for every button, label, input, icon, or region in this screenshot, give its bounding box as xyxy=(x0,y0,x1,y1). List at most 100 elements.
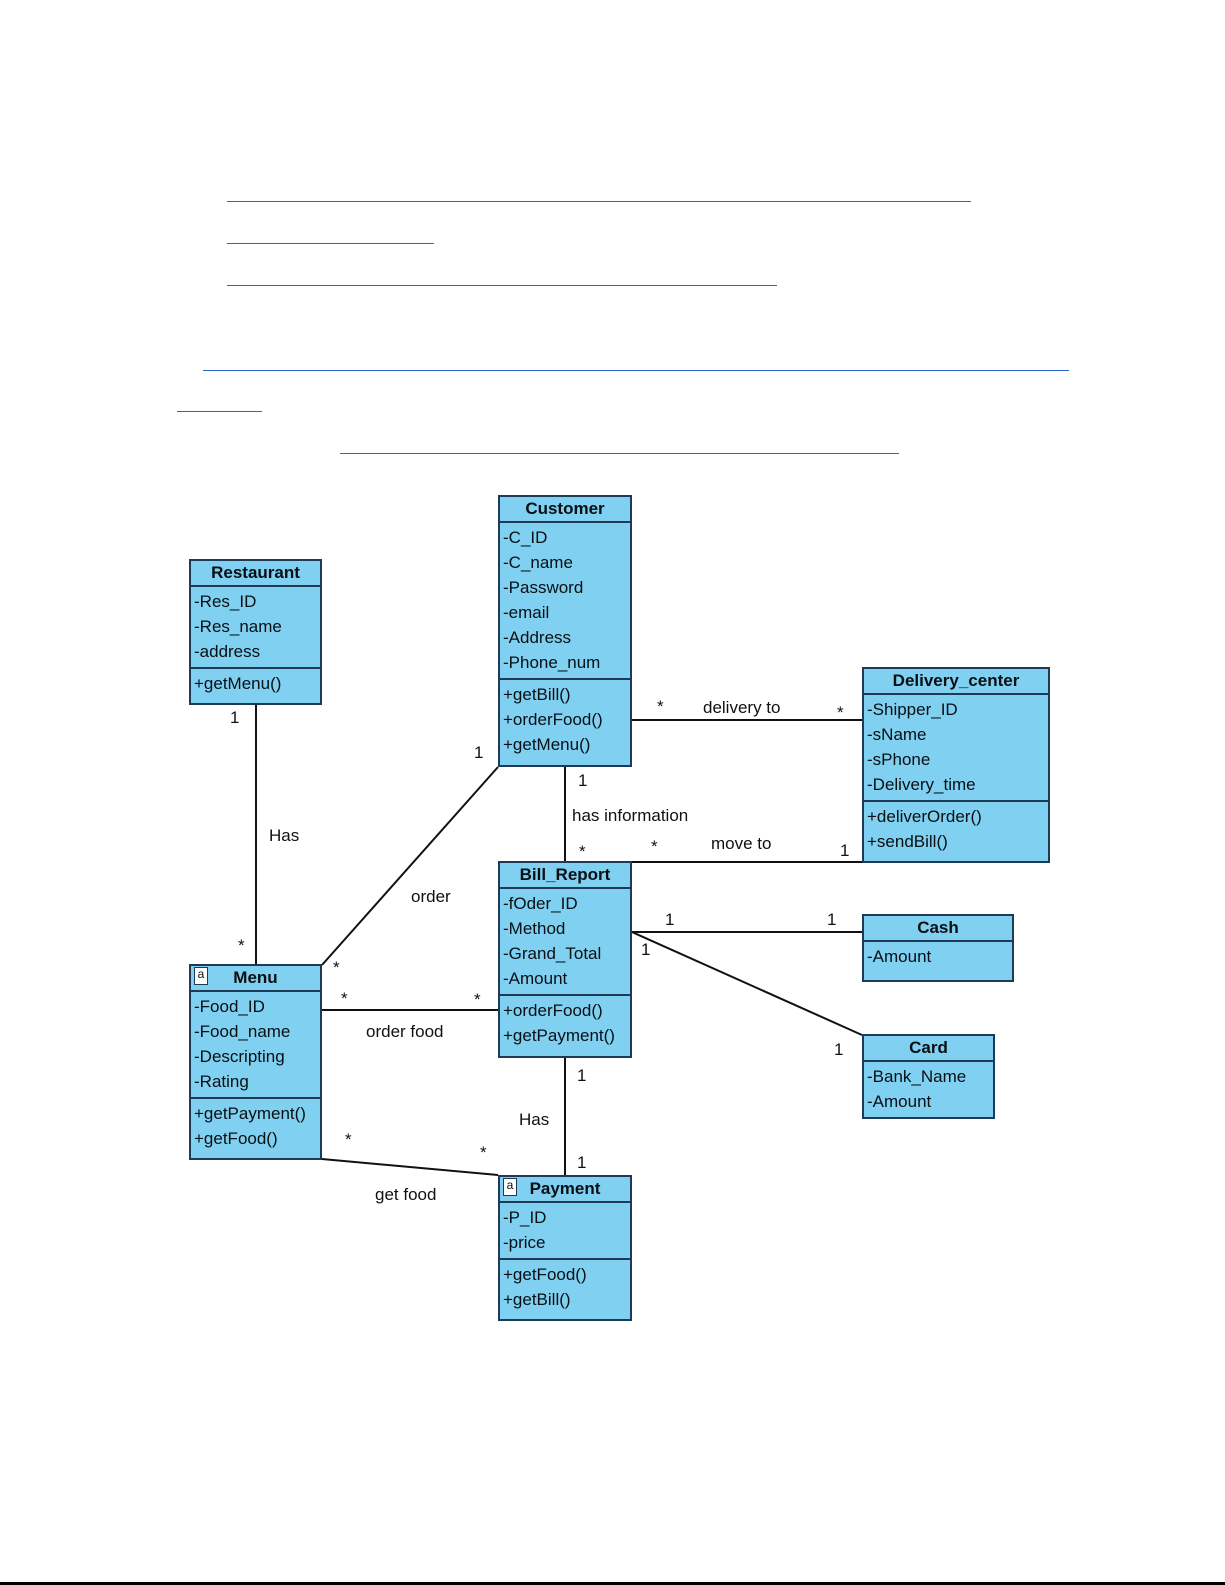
class-name: Menu xyxy=(233,968,278,987)
attribute: -Amount xyxy=(867,947,932,966)
hyperlink-1[interactable] xyxy=(227,201,971,202)
operation: +getPayment() xyxy=(503,1026,615,1045)
class-restaurant[interactable]: Restaurant -Res_ID -Res_name -address +g… xyxy=(189,559,322,705)
hyperlink-2[interactable] xyxy=(227,243,434,244)
operation: +getFood() xyxy=(194,1129,278,1148)
hyperlink-4[interactable] xyxy=(203,370,1069,371)
hyperlink-5[interactable] xyxy=(177,411,262,412)
attribute: -Bank_Name xyxy=(867,1067,967,1086)
class-name: Payment xyxy=(529,1179,601,1198)
attribute: -email xyxy=(503,603,550,622)
attribute: -Rating xyxy=(194,1072,249,1091)
mult-delivery-1: 1 xyxy=(840,841,850,860)
attribute: -Shipper_ID xyxy=(867,700,958,719)
operation: +orderFood() xyxy=(503,710,603,729)
attribute: -C_name xyxy=(503,553,573,572)
abstract-class-icon: a xyxy=(194,967,208,985)
class-customer[interactable]: Customer -C_ID -C_name -Password -email … xyxy=(498,495,632,767)
mult-payment-1: 1 xyxy=(577,1153,587,1172)
operation: +getMenu() xyxy=(194,674,282,693)
mult-bill-star-move: * xyxy=(651,837,658,856)
attributes: -Amount xyxy=(864,942,1012,972)
attribute: -Address xyxy=(503,628,572,647)
mult-customer-1-order: 1 xyxy=(474,743,484,762)
hyperlink-3[interactable] xyxy=(227,285,777,286)
mult-menu-star-getfood: * xyxy=(345,1130,352,1149)
attribute: -sName xyxy=(867,725,927,744)
label-delivery-to: delivery to xyxy=(703,698,781,717)
class-name-row: a Menu xyxy=(191,966,320,992)
page-bottom-rule xyxy=(0,1582,1225,1585)
class-delivery-center[interactable]: Delivery_center -Shipper_ID -sName -sPho… xyxy=(862,667,1050,863)
operation: +getBill() xyxy=(503,1290,571,1309)
attribute: -Grand_Total xyxy=(503,944,602,963)
attribute: -Password xyxy=(503,578,584,597)
class-name: Delivery_center xyxy=(864,669,1048,695)
class-name: Card xyxy=(864,1036,993,1062)
operation: +getMenu() xyxy=(503,735,591,754)
attributes: -C_ID -C_name -Password -email -Address … xyxy=(500,523,630,678)
class-name-row: a Payment xyxy=(500,1177,630,1203)
class-card[interactable]: Card -Bank_Name -Amount xyxy=(862,1034,995,1119)
class-name: Bill_Report xyxy=(500,863,630,889)
attribute: -sPhone xyxy=(867,750,931,769)
operation: +getPayment() xyxy=(194,1104,306,1123)
operations: +getFood() +getBill() xyxy=(500,1258,630,1315)
attribute: -Res_ID xyxy=(194,592,257,611)
class-name: Restaurant xyxy=(191,561,320,587)
attribute: -Amount xyxy=(503,969,568,988)
mult-restaurant-1: 1 xyxy=(230,708,240,727)
attribute: -Phone_num xyxy=(503,653,601,672)
class-payment[interactable]: a Payment -P_ID -price +getFood() +getBi… xyxy=(498,1175,632,1321)
label-has-payment: Has xyxy=(519,1110,550,1129)
mult-bill-star-orderfood: * xyxy=(474,990,481,1009)
attributes: -Food_ID -Food_name -Descripting -Rating xyxy=(191,992,320,1097)
abstract-class-icon: a xyxy=(503,1178,517,1196)
mult-bill-1-cash: 1 xyxy=(665,910,675,929)
mult-bill-1-card: 1 xyxy=(641,940,651,959)
attribute: -Descripting xyxy=(194,1047,285,1066)
attributes: -Res_ID -Res_name -address xyxy=(191,587,320,667)
attributes: -fOder_ID -Method -Grand_Total -Amount xyxy=(500,889,630,994)
attribute: -Res_name xyxy=(194,617,282,636)
operation: +getBill() xyxy=(503,685,571,704)
attribute: -Method xyxy=(503,919,566,938)
mult-bill-1-payment: 1 xyxy=(577,1066,587,1085)
mult-bill-star-top: * xyxy=(579,842,586,861)
operation: +getFood() xyxy=(503,1265,587,1284)
mult-delivery-star: * xyxy=(837,703,844,722)
attributes: -P_ID -price xyxy=(500,1203,630,1258)
mult-menu-star-orderfood: * xyxy=(341,989,348,1008)
attribute: -Food_name xyxy=(194,1022,291,1041)
mult-cash-1: 1 xyxy=(827,910,837,929)
attribute: -Amount xyxy=(867,1092,932,1111)
operations: +orderFood() +getPayment() xyxy=(500,994,630,1051)
label-order: order xyxy=(411,887,451,906)
mult-menu-star-top: * xyxy=(238,936,245,955)
label-get-food: get food xyxy=(375,1185,437,1204)
attribute: -fOder_ID xyxy=(503,894,578,913)
mult-menu-star-order: * xyxy=(333,958,340,977)
label-restaurant-menu: Has xyxy=(269,826,300,845)
operations: +getMenu() xyxy=(191,667,320,699)
label-order-food: order food xyxy=(366,1022,444,1041)
assoc-menu-payment xyxy=(321,1158,499,1176)
operation: +orderFood() xyxy=(503,1001,603,1020)
mult-customer-1-bill: 1 xyxy=(578,771,588,790)
attributes: -Bank_Name -Amount xyxy=(864,1062,993,1117)
operations: +getBill() +orderFood() +getMenu() xyxy=(500,678,630,760)
assoc-customer-menu xyxy=(321,766,499,966)
operations: +getPayment() +getFood() xyxy=(191,1097,320,1154)
label-has-information: has information xyxy=(572,806,689,825)
operations: +deliverOrder() +sendBill() xyxy=(864,800,1048,857)
operation: +sendBill() xyxy=(867,832,948,851)
attribute: -address xyxy=(194,642,261,661)
attribute: -Food_ID xyxy=(194,997,265,1016)
hyperlink-6[interactable] xyxy=(340,453,899,454)
assoc-bill-card xyxy=(631,931,863,1036)
class-menu[interactable]: a Menu -Food_ID -Food_name -Descripting … xyxy=(189,964,322,1160)
mult-customer-star-delivery: * xyxy=(657,697,664,716)
class-cash[interactable]: Cash -Amount xyxy=(862,914,1014,982)
class-bill-report[interactable]: Bill_Report -fOder_ID -Method -Grand_Tot… xyxy=(498,861,632,1058)
